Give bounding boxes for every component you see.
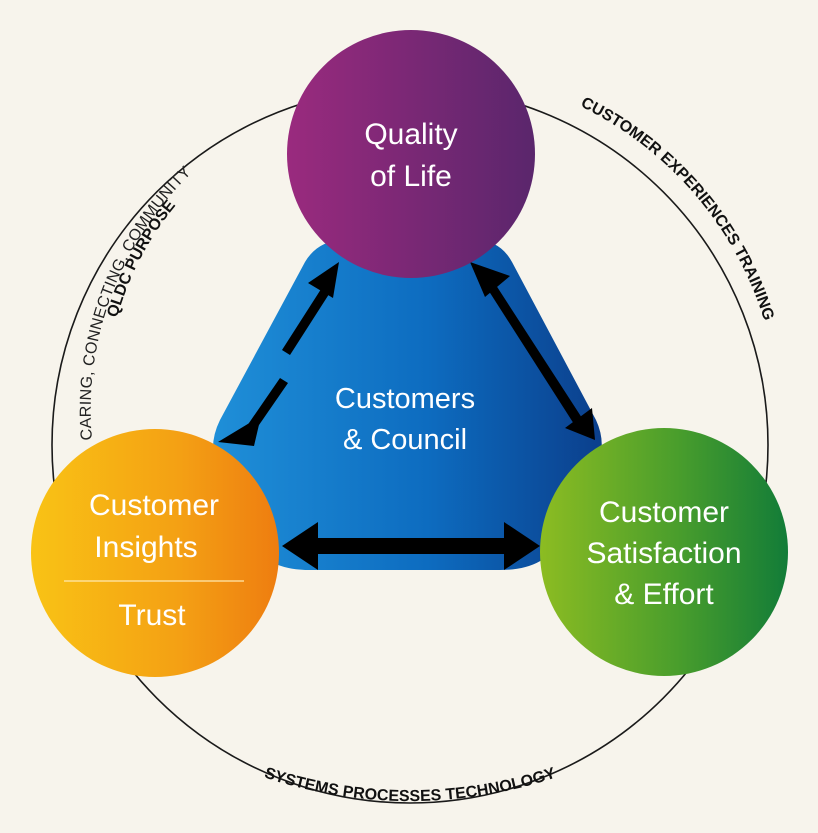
ring-label-caring: CARING, CONNECTING, COMMUNITY	[78, 163, 195, 441]
arrow-bottom	[282, 522, 540, 570]
ring-label-systems: SYSTEMS PROCESSES TECHNOLOGY	[262, 765, 558, 805]
satisfaction-line-2: Satisfaction	[586, 537, 741, 570]
ring-label-customer-experiences: CUSTOMER EXPERIENCES TRAINING	[578, 94, 777, 322]
center-line-2: & Council	[343, 424, 467, 456]
arrow-top-right	[470, 262, 595, 440]
ring-label-customer-experiences-path: CUSTOMER EXPERIENCES TRAINING	[578, 94, 777, 322]
satisfaction-line-3: & Effort	[614, 578, 714, 611]
customer-insights-circle	[31, 429, 279, 677]
insights-line-3: Trust	[118, 599, 186, 632]
quality-of-life-circle	[287, 30, 535, 278]
arrow-top-left	[218, 262, 339, 446]
insights-line-2: Insights	[94, 531, 197, 564]
ring-label-caring-path: CARING, CONNECTING, COMMUNITY	[78, 163, 195, 441]
center-line-1: Customers	[335, 383, 475, 415]
customer-satisfaction-circle	[540, 428, 788, 676]
ring-label-systems-path: SYSTEMS PROCESSES TECHNOLOGY	[262, 765, 558, 805]
quality-line-2: of Life	[370, 160, 452, 193]
satisfaction-line-1: Customer	[599, 496, 729, 529]
quality-line-1: Quality	[364, 118, 457, 151]
insights-line-1: Customer	[89, 489, 219, 522]
